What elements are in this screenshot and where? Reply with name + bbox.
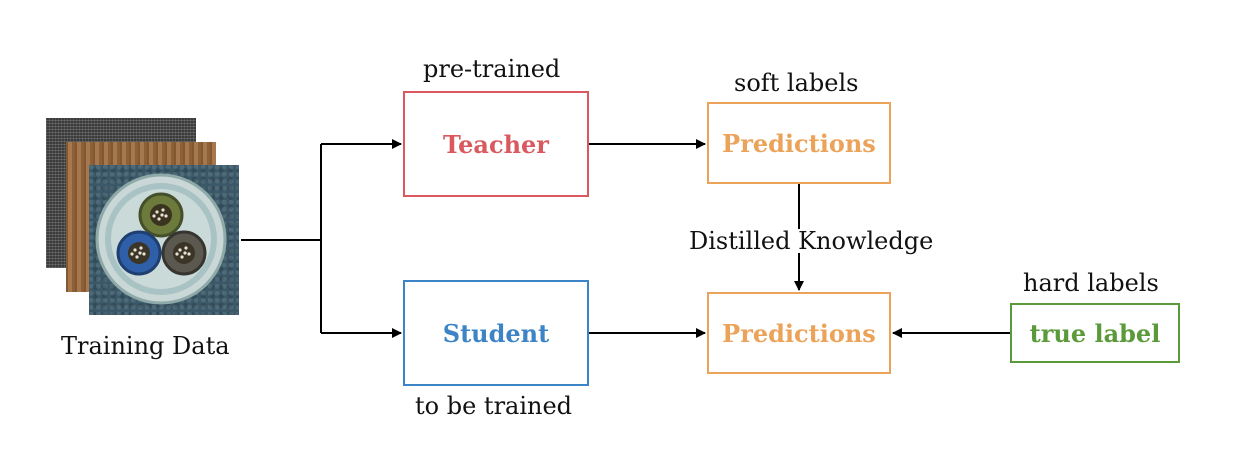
teacher-predictions-caption: soft labels [734, 69, 859, 97]
student-predictions-label: Predictions [722, 318, 876, 348]
true-label-text: true label [1029, 318, 1161, 348]
training-data-images [46, 118, 242, 318]
student-predictions-box: Predictions [707, 292, 891, 374]
student-caption: to be trained [415, 392, 573, 420]
teacher-caption: pre-trained [423, 55, 561, 83]
teacher-predictions-box: Predictions [707, 102, 891, 184]
student-box: Student [403, 280, 589, 386]
student-label: Student [442, 318, 550, 348]
teacher-box: Teacher [403, 91, 589, 197]
teacher-label: Teacher [443, 129, 549, 159]
true-label-box: true label [1010, 303, 1180, 363]
teacher-predictions-label: Predictions [722, 128, 876, 158]
cable-cross-section-drawing [95, 173, 227, 305]
distilled-knowledge-label: Distilled Knowledge [687, 227, 936, 255]
training-data-label: Training Data [61, 332, 230, 360]
cable-image [89, 165, 239, 315]
hard-labels-caption: hard labels [1023, 269, 1159, 297]
